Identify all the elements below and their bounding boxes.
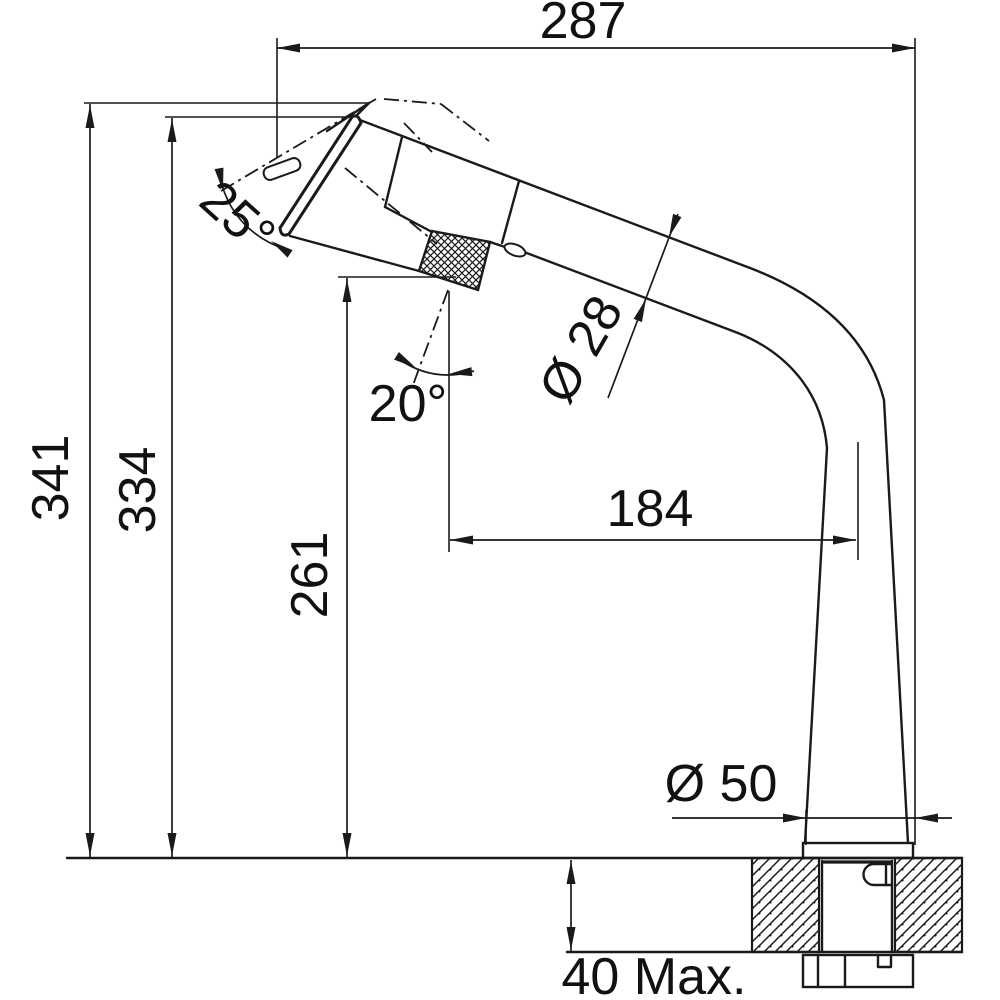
raised-head-top-line [383,98,442,105]
arrowhead [277,43,300,53]
arrowhead [394,351,416,368]
dimension-287: 287 [276,0,916,845]
arrowhead [669,213,682,237]
dim-label-dia-50: Ø 50 [665,755,778,813]
dim-label-287: 287 [540,0,627,50]
arrowhead [85,833,95,856]
release-button [503,242,527,258]
raised-head-inner-line [403,122,433,153]
raised-head-centerlines [220,98,490,245]
arrowhead [167,833,177,856]
dim-label-20deg: 20° [369,375,448,433]
dimension-341: 341 [22,102,368,857]
base-flange [801,841,915,860]
angle-tilted-centerline [412,289,449,386]
arrowhead [566,927,576,950]
tube-seam-line [500,179,521,245]
faucet-outline [220,98,915,860]
shank-clip [862,862,893,887]
dim-label-334: 334 [109,447,167,534]
arrowhead [783,813,806,823]
knurled-grip [417,229,492,292]
arrowhead [214,167,224,191]
counter-hatch-right [893,856,964,954]
arrowhead [566,861,576,884]
arrowhead [449,367,473,377]
raised-nozzle-tip [262,157,302,181]
dim-label-25deg: 25° [189,170,286,266]
arrowhead [915,813,938,823]
head-pivot-centerline [344,167,438,245]
arrowhead [167,119,177,142]
counter-hatch-left [750,856,821,954]
countertop-section [65,856,964,989]
dim-label-184: 184 [607,480,694,538]
dimension-dia-50: Ø 50 [665,755,952,845]
dimension-40-max: 40 Max. [562,860,747,1000]
neck-underside-right [488,240,507,249]
dim-label-341: 341 [22,435,80,522]
arrowhead [342,279,352,302]
mounting-nut [801,953,915,989]
dimension-angle-20: 20° [369,289,475,552]
arrowhead [271,241,293,258]
dim-label-dia-28: Ø 28 [528,286,635,413]
arrowhead [833,535,856,545]
arrowhead [85,105,95,128]
spray-face-bar [278,114,363,237]
arrowhead [633,299,646,323]
dimension-angle-25: 25° [189,167,293,266]
raised-head-back-line [440,103,490,142]
dim-label-261: 261 [281,532,339,619]
arrowhead [450,535,473,545]
dimension-261: 261 [281,276,456,857]
dimension-184: 184 [450,442,859,560]
dim-label-40-max: 40 Max. [562,948,747,1000]
dimension-dia-28: Ø 28 [528,213,682,413]
nut-tab [876,953,893,969]
spout-inner-edge [522,250,829,845]
neck-underside [383,205,434,234]
arrowhead [342,833,352,856]
dimension-334: 334 [109,116,352,857]
head-underside [288,234,421,273]
spout-outer-edge [350,115,910,845]
head-seam-line [383,135,404,209]
raised-face-centerline [220,98,377,192]
arrowhead [892,43,915,53]
